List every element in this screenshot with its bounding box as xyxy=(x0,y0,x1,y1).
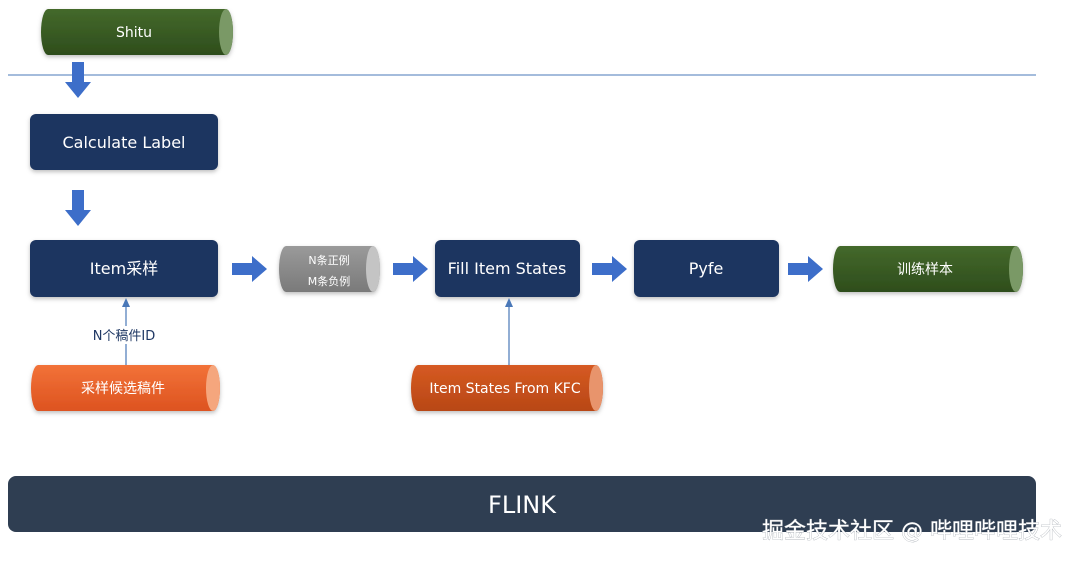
samples-cylinder: N条正例 M条负例 xyxy=(279,246,380,292)
shitu-cylinder: Shitu xyxy=(41,9,233,55)
flink-label: FLINK xyxy=(488,491,557,519)
fill-item-states-text: Fill Item States xyxy=(448,259,567,278)
item-sampling-text: Item采样 xyxy=(90,259,158,278)
pyfe-box: Pyfe xyxy=(634,240,779,297)
edge-label-item-ids: N个稿件ID xyxy=(93,328,156,344)
shitu-label: Shitu xyxy=(116,25,152,41)
flink-bar: FLINK xyxy=(8,476,1036,532)
item-states-kfc-label: Item States From KFC xyxy=(429,381,580,397)
item-states-kfc-cylinder: Item States From KFC xyxy=(411,365,603,411)
watermark-text: 掘金技术社区 @ 哔哩哔哩技术 xyxy=(762,519,1062,544)
arrow-down-icon xyxy=(65,190,91,226)
samples-negative-label: M条负例 xyxy=(308,274,351,288)
arrow-right-icon xyxy=(232,256,267,282)
arrow-right-icon xyxy=(788,256,823,282)
fill-item-states-box: Fill Item States xyxy=(435,240,580,297)
arrow-right-icon xyxy=(592,256,627,282)
edge-label-bg xyxy=(84,326,166,344)
arrow-right-icon xyxy=(393,256,428,282)
samples-positive-label: N条正例 xyxy=(308,253,349,267)
arrow-down-icon xyxy=(65,62,91,98)
training-samples-label: 训练样本 xyxy=(897,262,953,278)
training-samples-cylinder: 训练样本 xyxy=(833,246,1023,292)
item-sampling-box: Item采样 xyxy=(30,240,218,297)
calculate-label-box: Calculate Label xyxy=(30,114,218,170)
candidate-items-cylinder: 采样候选稿件 xyxy=(31,365,220,411)
pyfe-text: Pyfe xyxy=(689,259,724,278)
arrow-up-connector xyxy=(505,298,513,365)
candidate-items-label: 采样候选稿件 xyxy=(81,381,165,397)
calculate-label-text: Calculate Label xyxy=(63,133,186,152)
